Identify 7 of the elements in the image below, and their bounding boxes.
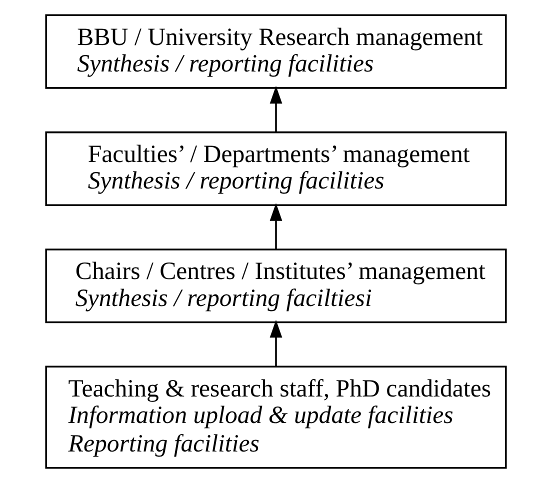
node-box: BBU / University Research management Synthesis / reporting facilities: [45, 14, 507, 89]
arrow: [270, 86, 282, 132]
node-box: Teaching & research staff, PhD candidates Information upload & update facilities Reporting facilities: [45, 366, 507, 469]
arrow: [270, 320, 282, 366]
arrow: [270, 203, 282, 250]
node-box: Faculties’ / Departments’ management Synthesis / reporting facilities: [45, 131, 507, 206]
node-box: Chairs / Centres / Institutes’ management Synthesis / reporting faciltiesi: [45, 248, 507, 324]
